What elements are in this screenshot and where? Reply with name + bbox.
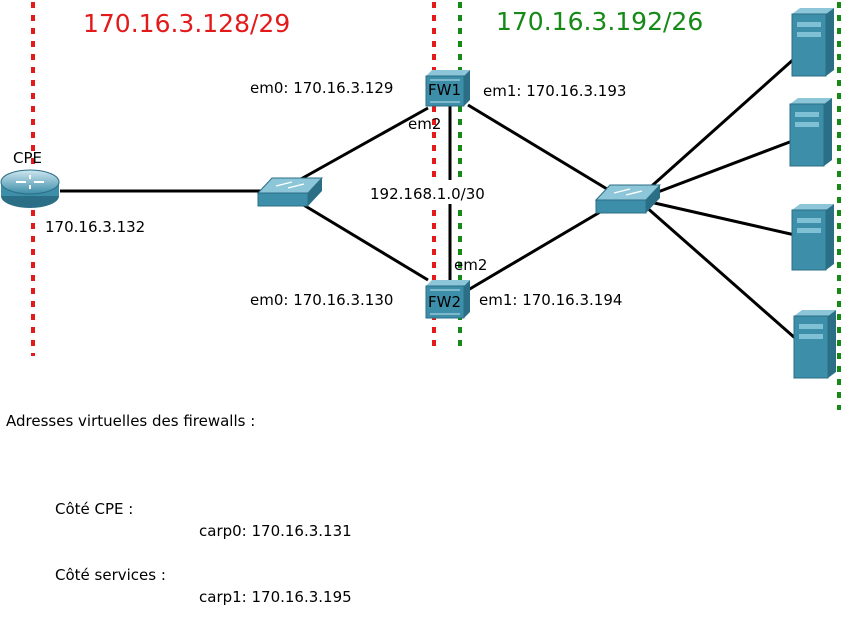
legend-row-services-carp: carp1: 170.16.3.195 — [199, 588, 352, 606]
fw1-name-label: FW1 — [428, 81, 461, 99]
server-4-icon[interactable] — [793, 310, 836, 379]
virtual-addresses-legend: Adresses virtuelles des firewalls : Côté… — [6, 366, 352, 606]
services-side-network-label: 170.16.3.192/26 — [496, 7, 703, 36]
fw2-firewall-icon[interactable] — [425, 280, 470, 319]
network-diagram: 170.16.3.128/29 170.16.3.192/26 192.168.… — [0, 2, 841, 410]
fw1-em2-label: em2 — [408, 115, 441, 133]
sync-link-label: 192.168.1.0/30 — [370, 185, 485, 203]
link-switch2-server4 — [644, 204, 796, 340]
link-switch2-server3 — [649, 200, 796, 237]
fw1-em0-label: em0: 170.16.3.129 — [250, 79, 393, 97]
services-switch-icon[interactable] — [594, 184, 662, 214]
link-fw2-switch2 — [467, 203, 613, 292]
server-1-icon[interactable] — [791, 8, 834, 77]
fw1-firewall-icon[interactable] — [425, 70, 470, 107]
legend-row-cpe: Côté CPE : carp0: 170.16.3.131 — [6, 476, 352, 540]
link-fw1-switch2 — [467, 103, 613, 194]
legend-row-services: Côté services : carp1: 170.16.3.195 — [6, 542, 352, 606]
link-switch2-server2 — [649, 138, 796, 197]
cpe-router-icon[interactable] — [0, 169, 60, 208]
fw2-em1-label: em1: 170.16.3.194 — [479, 291, 622, 309]
cpe-name-label: CPE — [13, 149, 42, 167]
link-switch1-fw1 — [291, 106, 429, 186]
server-2-icon[interactable] — [789, 98, 832, 167]
cpe-address-label: 170.16.3.132 — [45, 218, 145, 236]
link-switch2-server1 — [644, 56, 796, 194]
fw2-name-label: FW2 — [428, 293, 461, 311]
cpe-side-network-label: 170.16.3.128/29 — [83, 9, 290, 38]
fw1-em1-label: em1: 170.16.3.193 — [483, 82, 626, 100]
fw2-em2-label: em2 — [454, 256, 487, 274]
legend-row-cpe-side: Côté CPE : — [55, 500, 134, 518]
legend-title: Adresses virtuelles des firewalls : — [6, 412, 256, 430]
cpe-switch-icon[interactable] — [256, 177, 324, 207]
fw2-em0-label: em0: 170.16.3.130 — [250, 291, 393, 309]
legend-row-cpe-carp: carp0: 170.16.3.131 — [199, 522, 352, 540]
link-switch1-fw2 — [291, 196, 429, 282]
sync-link-label-background — [366, 180, 524, 204]
legend-row-services-side: Côté services : — [55, 566, 166, 584]
server-3-icon[interactable] — [791, 204, 834, 271]
